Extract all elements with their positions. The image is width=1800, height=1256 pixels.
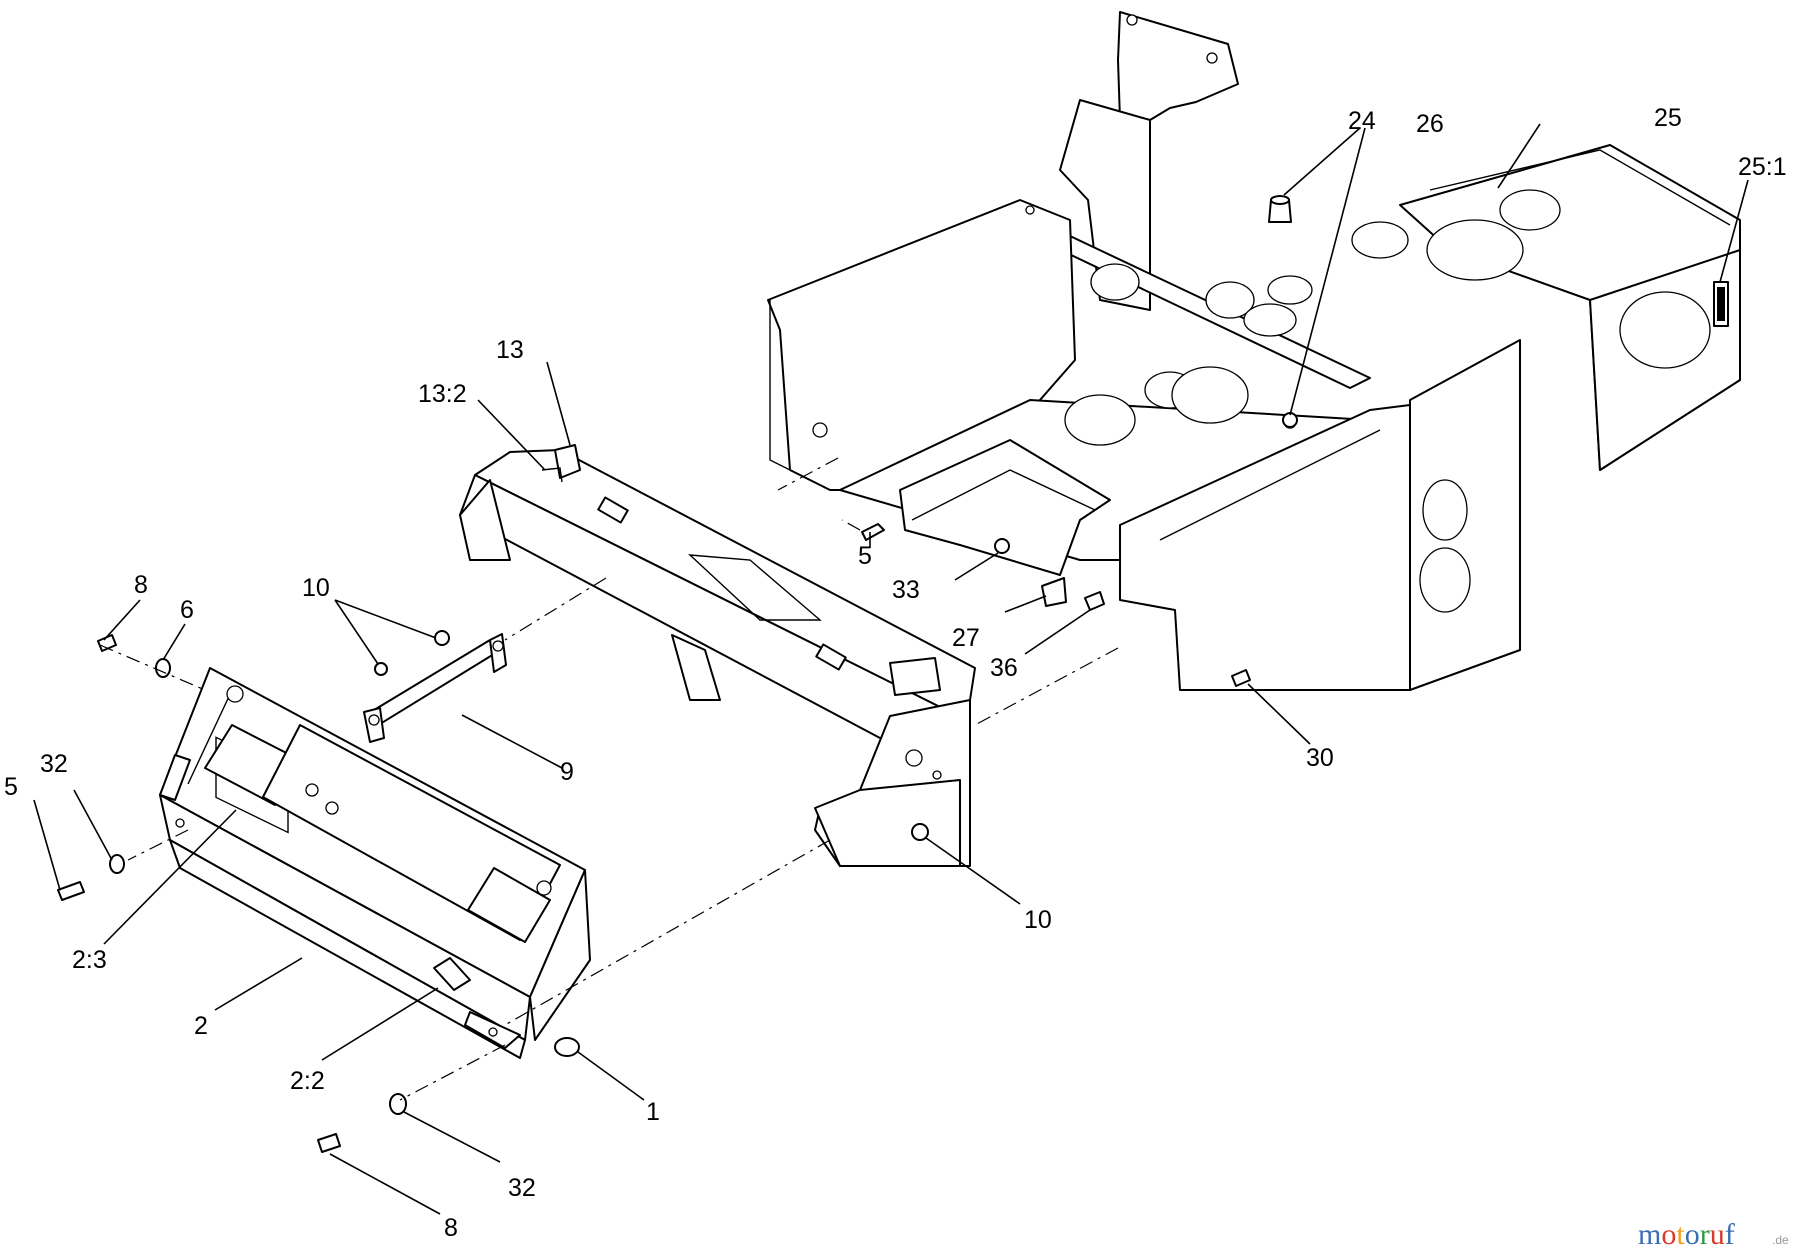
callout-1: 1: [646, 1098, 660, 1126]
callout-30: 30: [1306, 744, 1334, 772]
callout-13: 13: [496, 336, 524, 364]
nut-33: [994, 538, 1010, 554]
callout-2-2: 2:2: [290, 1067, 325, 1095]
leader-lines: [33, 123, 1749, 1215]
wm-letter: o: [1685, 1218, 1700, 1251]
callout-32-bottom: 32: [508, 1174, 536, 1202]
bracket-9: [363, 633, 507, 743]
front-panel-2: [159, 667, 591, 1059]
svg-text:motoruf: motoruf: [1638, 1218, 1735, 1251]
washer-6: [155, 658, 171, 678]
callout-27: 27: [952, 624, 980, 652]
nut-26: [1282, 412, 1298, 428]
wm-letter: o: [1661, 1218, 1676, 1251]
centerlines: [99, 457, 1119, 1101]
bolt-30: [1231, 669, 1251, 687]
callout-2: 2: [194, 1012, 208, 1040]
wm-letter: f: [1725, 1218, 1735, 1251]
nut-10c: [911, 823, 929, 841]
washer-32a: [109, 854, 125, 874]
callout-5-left: 5: [4, 773, 18, 801]
wm-letter: m: [1638, 1218, 1661, 1251]
callout-6: 6: [180, 596, 194, 624]
bolt-8-bottom: [317, 1133, 341, 1153]
washer-32b: [389, 1093, 407, 1115]
wm-letter: u: [1710, 1218, 1725, 1251]
nut-10a: [434, 630, 450, 646]
callout-8-bottom: 8: [444, 1214, 458, 1242]
callout-36: 36: [990, 654, 1018, 682]
callout-10-top: 10: [302, 574, 330, 602]
callout-32-left: 32: [40, 750, 68, 778]
callout-10-bottom: 10: [1024, 906, 1052, 934]
callout-13-2: 13:2: [418, 380, 467, 408]
callout-26: 26: [1416, 110, 1444, 138]
frame-hardware: [861, 195, 1298, 687]
callout-8-top: 8: [134, 571, 148, 599]
main-frame: [767, 11, 1741, 691]
watermark-logo: motoruf .de: [1638, 1218, 1789, 1251]
callout-5-frame: 5: [858, 542, 872, 570]
callout-33: 33: [892, 576, 920, 604]
callout-labels: 13 13:2 24 26 25 25:1 10 8 6 5 33 27 36 …: [4, 104, 1787, 1242]
watermark-suffix: .de: [1772, 1233, 1789, 1247]
bolt-5: [861, 523, 885, 541]
callout-2-3: 2:3: [72, 946, 107, 974]
callout-25-1: 25:1: [1738, 153, 1787, 181]
pin-36: [1084, 591, 1105, 611]
callout-24: 24: [1348, 107, 1376, 135]
wm-letter: r: [1700, 1218, 1710, 1251]
clip-27: [1041, 577, 1067, 607]
bolt-5b: [57, 881, 85, 901]
callout-25: 25: [1654, 104, 1682, 132]
nut-10b: [374, 662, 388, 676]
plug-1: [554, 1037, 580, 1057]
cross-member: [459, 444, 976, 867]
callout-9: 9: [560, 758, 574, 786]
wm-letter: t: [1676, 1218, 1685, 1251]
